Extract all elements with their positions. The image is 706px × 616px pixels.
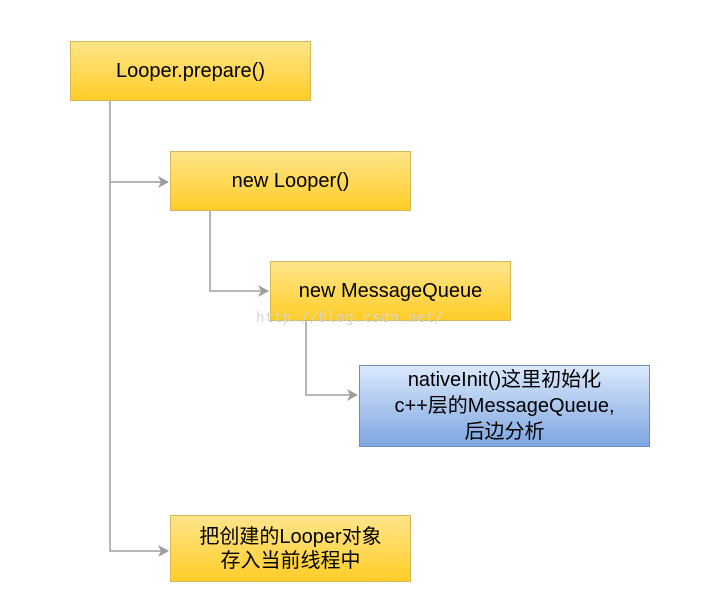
node-native-init-label: nativeInit()这里初始化 c++层的MessageQueue, 后边分… [394,369,615,443]
node-new-looper-label: new Looper() [231,170,350,192]
node-looper-prepare: Looper.prepare() [70,41,311,101]
node-store-looper: 把创建的Looper对象 存入当前线程中 [170,515,411,582]
node-native-init: nativeInit()这里初始化 c++层的MessageQueue, 后边分… [359,365,650,447]
node-store-looper-label: 把创建的Looper对象 存入当前线程中 [199,525,382,572]
node-new-looper: new Looper() [170,151,411,211]
connector-message-queue-to-native-init [305,321,358,401]
node-new-message-queue: new MessageQueue [270,261,511,321]
node-looper-prepare-label: Looper.prepare() [116,60,265,82]
connector-new-looper-to-message-queue [209,211,269,297]
watermark-text: http://blog.csdn.net/ [256,310,444,326]
connector-prepare-to-new-looper [109,101,169,188]
connector-prepare-to-store-looper [109,182,169,557]
node-new-message-queue-label: new MessageQueue [298,280,483,302]
